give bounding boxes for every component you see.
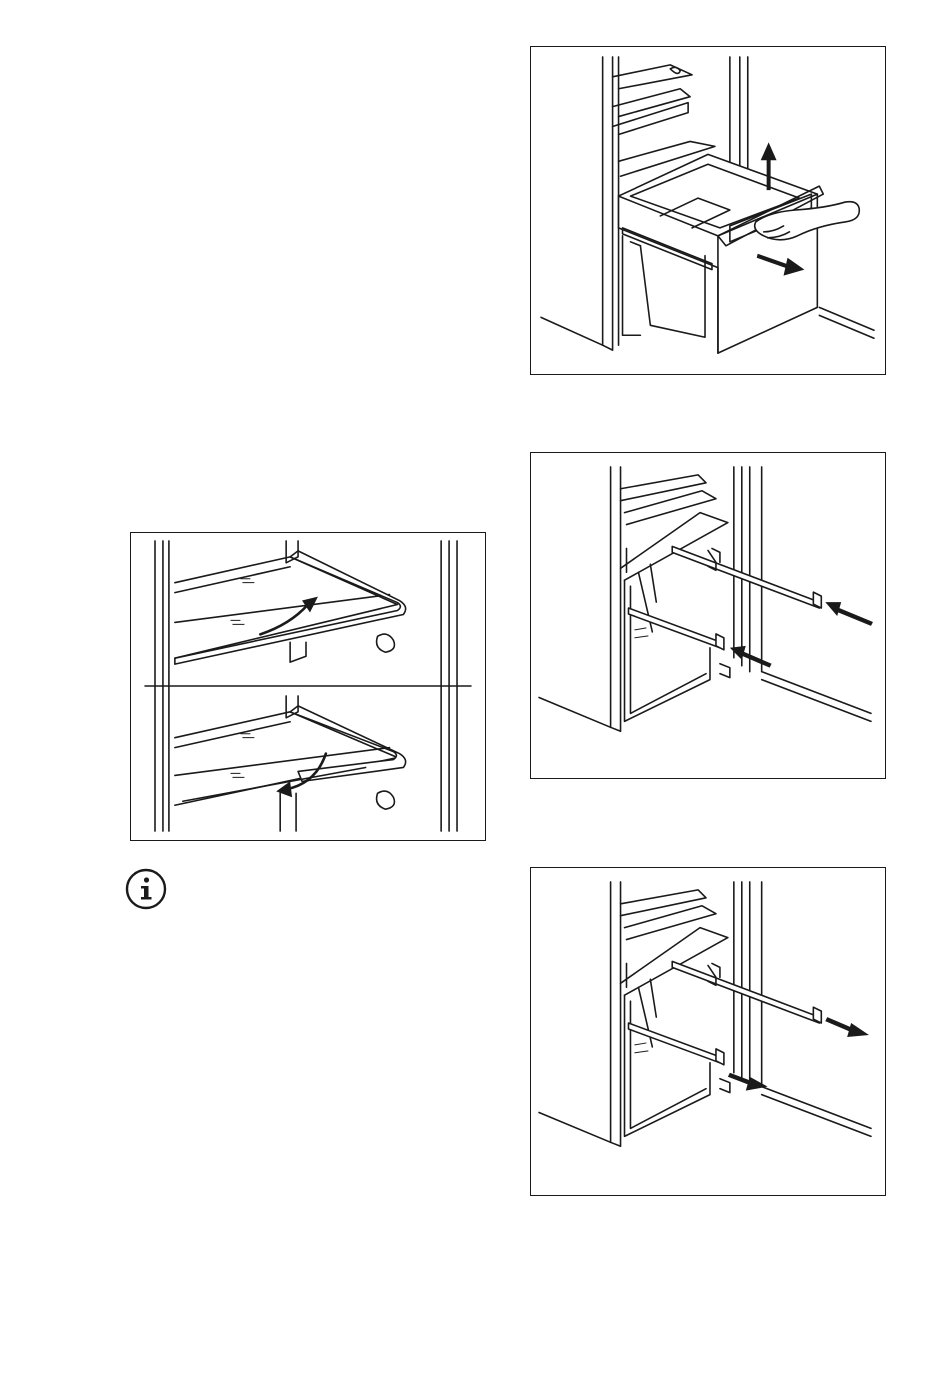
drawer-removal-illustration [531, 47, 885, 374]
rails-insert-illustration [531, 453, 885, 778]
arrow-left-icon [730, 646, 772, 668]
arrow-left-icon [825, 602, 873, 626]
arrow-right-icon [825, 1017, 869, 1037]
info-icon [124, 867, 168, 911]
shelf-flip-illustration [131, 533, 485, 840]
figure-rails-remove [530, 867, 886, 1196]
figure-drawer-removal [530, 46, 886, 375]
info-circle-icon [124, 867, 168, 911]
figure-shelf-flip [130, 532, 486, 841]
rails-remove-illustration [531, 868, 885, 1195]
figure-rails-insert [530, 452, 886, 779]
